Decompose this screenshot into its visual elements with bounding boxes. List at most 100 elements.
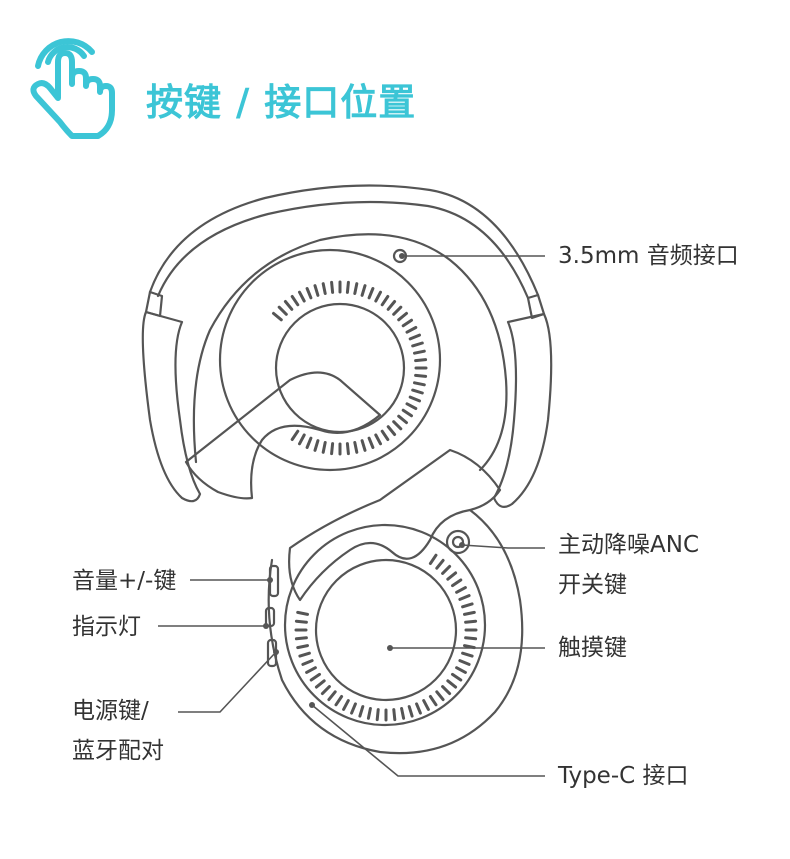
grille-tick: [464, 619, 478, 624]
grille-tick: [358, 705, 365, 718]
grille-tick: [428, 553, 438, 565]
grille-tick: [413, 381, 426, 387]
grille-tick: [411, 388, 424, 395]
grille-tick: [441, 564, 452, 575]
lower-driver-grille: [294, 553, 478, 722]
label-touch: 触摸键: [558, 635, 627, 661]
grille-tick: [290, 295, 300, 307]
label-usb-c: Type-C 接口: [558, 763, 689, 789]
grille-tick: [296, 644, 309, 650]
grille-tick: [298, 290, 306, 303]
grille-tick: [320, 685, 331, 696]
left-yoke: [141, 310, 202, 503]
label-anc-line2: 开关键: [558, 572, 627, 598]
grille-tick: [305, 287, 313, 300]
label-power-line2: 蓝牙配对: [72, 738, 164, 764]
grille-tick: [455, 586, 467, 594]
grille-tick: [360, 284, 367, 297]
grille-tick: [283, 300, 294, 311]
page-title: 按键 / 接口位置: [146, 81, 417, 124]
upper-fold-arm: [184, 371, 382, 500]
grille-tick: [400, 707, 406, 720]
grille-tick: [414, 358, 428, 363]
anc-button-shape: [445, 529, 471, 555]
grille-tick: [374, 290, 382, 303]
lower-fold-arm: [288, 448, 502, 602]
headband-outer: [148, 184, 540, 297]
grille-tick: [321, 441, 327, 454]
grille-tick: [463, 610, 476, 616]
grille-tick: [458, 659, 471, 666]
upper-driver-grille: [272, 280, 428, 456]
grille-tick: [367, 436, 375, 449]
grille-tick: [330, 442, 335, 456]
grille-tick: [451, 672, 463, 682]
right-yoke: [492, 312, 553, 508]
grille-tick: [277, 305, 288, 316]
grille-tick: [392, 420, 403, 431]
callout-anc: [461, 544, 545, 549]
grille-tick: [314, 679, 326, 689]
grille-tick: [428, 695, 438, 707]
grille-tick: [413, 349, 426, 355]
grille-tick: [313, 439, 320, 452]
grille-tick: [405, 402, 418, 410]
grille-tick: [330, 280, 335, 294]
grille-tick: [380, 429, 390, 441]
grille-tick: [294, 636, 308, 641]
grille-tick: [414, 373, 428, 378]
callout-power: [178, 651, 277, 713]
grille-tick: [353, 441, 359, 454]
grille-tick: [290, 429, 300, 441]
grille-tick: [461, 651, 474, 658]
grille-tick: [374, 433, 382, 446]
grille-tick: [461, 602, 474, 609]
label-volume: 音量+/-键: [72, 568, 177, 594]
grille-tick: [458, 594, 471, 601]
grille-tick: [272, 311, 283, 322]
grille-tick: [415, 702, 422, 715]
grille-tick: [386, 300, 397, 311]
grille-tick: [408, 395, 421, 403]
grille-tick: [375, 708, 380, 722]
grille-tick: [360, 439, 367, 452]
grille-tick: [350, 702, 357, 715]
grille-tick: [294, 619, 308, 624]
lower-earcup-shell: [267, 508, 524, 755]
grille-tick: [455, 666, 467, 674]
grille-tick: [301, 659, 314, 666]
grille-tick: [386, 425, 397, 436]
grille-tick: [334, 695, 344, 707]
grille-tick: [392, 708, 397, 722]
grille-tick: [451, 578, 463, 588]
grille-tick: [422, 699, 430, 711]
grille-tick: [446, 571, 458, 581]
grille-tick: [353, 282, 359, 295]
headband-inner: [156, 200, 530, 300]
label-indicator: 指示灯: [72, 614, 141, 640]
grille-tick: [380, 295, 390, 307]
grille-tick: [298, 651, 311, 658]
grille-tick: [435, 690, 445, 702]
grille-tick: [313, 284, 320, 297]
grille-tick: [401, 318, 413, 328]
label-audio-jack: 3.5mm 音频接口: [558, 243, 739, 269]
label-anc-line1: 主动降噪ANC: [558, 532, 699, 558]
grille-tick: [321, 282, 327, 295]
grille-tick: [435, 558, 445, 570]
indicator-shape: [264, 606, 276, 628]
grille-tick: [298, 433, 306, 446]
grille-tick: [366, 707, 372, 720]
label-power-line1: 电源键/: [72, 698, 149, 724]
grille-tick: [397, 414, 408, 425]
grille-tick: [305, 666, 317, 674]
grille-tick: [411, 341, 424, 348]
callout-usb-c: [311, 704, 545, 777]
grille-tick: [401, 408, 413, 418]
grille-tick: [309, 672, 321, 682]
grille-tick: [367, 287, 375, 300]
grille-tick: [405, 326, 418, 334]
grille-tick: [408, 333, 421, 341]
